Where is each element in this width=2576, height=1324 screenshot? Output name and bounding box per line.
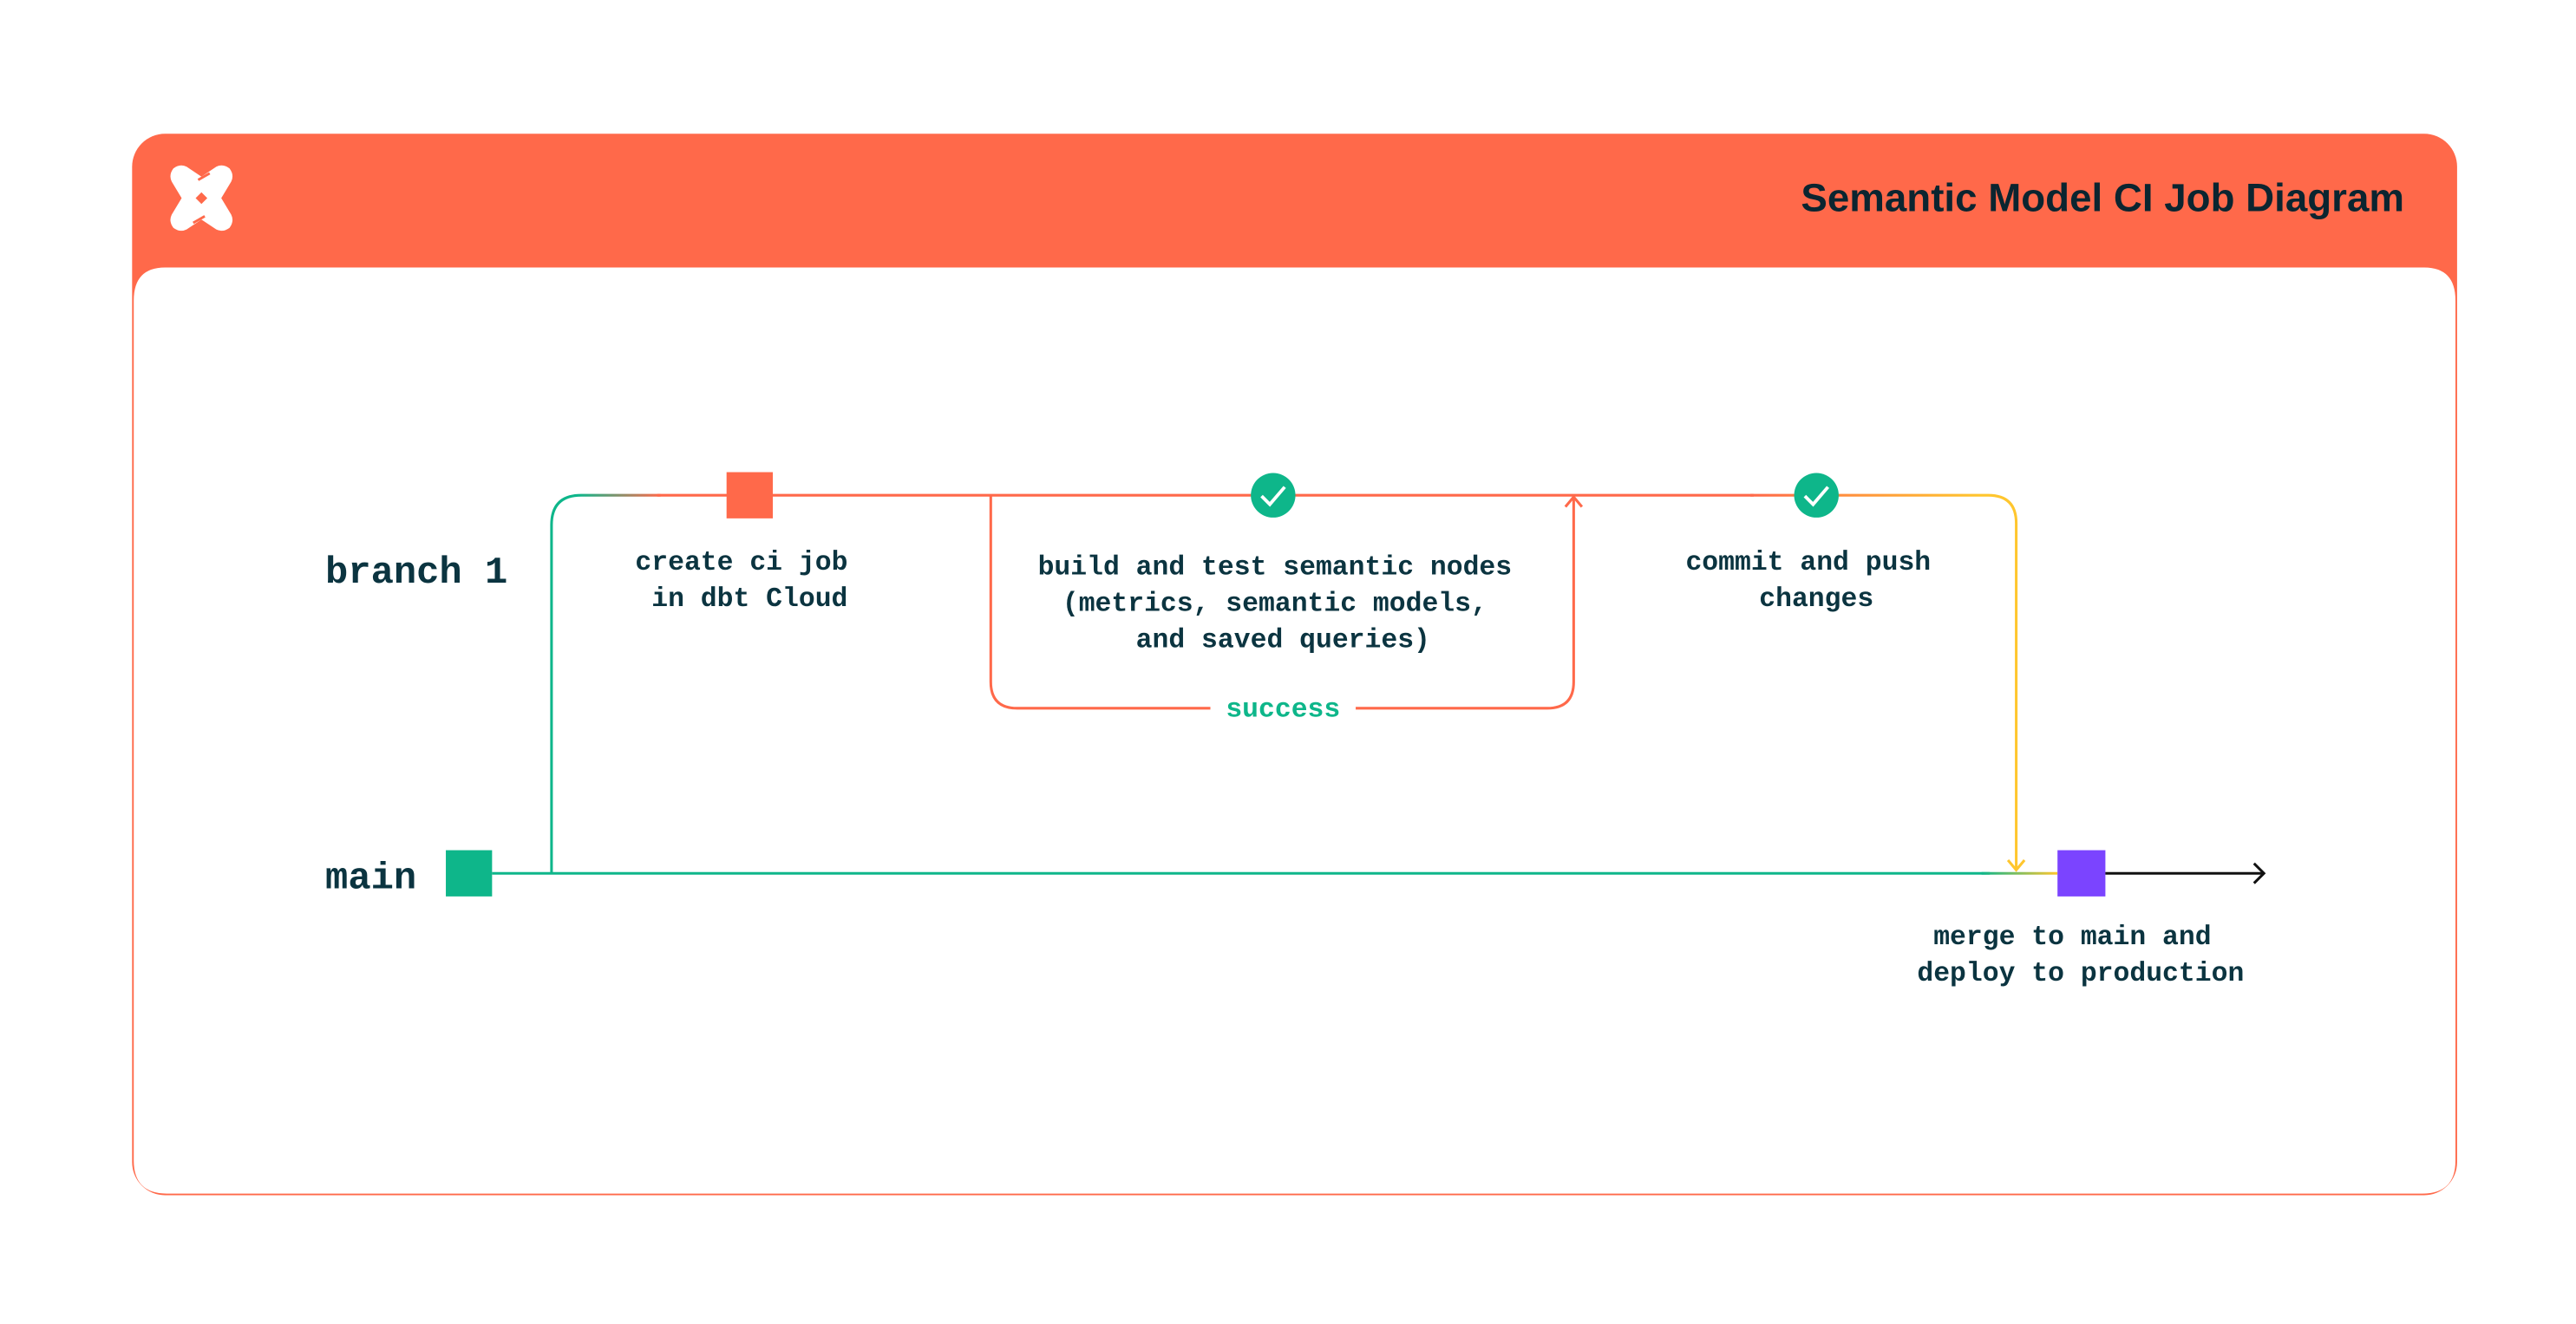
commit-success-check-icon bbox=[1794, 473, 1839, 518]
merge-arrowhead-icon bbox=[2006, 859, 2026, 872]
deploy-arrowhead-icon bbox=[2252, 862, 2266, 884]
commit-push-label: commit and push changes bbox=[1685, 548, 1947, 615]
build-success-check-icon bbox=[1251, 473, 1296, 518]
diagram-card bbox=[132, 134, 2457, 1196]
create-ci-job-node bbox=[726, 472, 773, 519]
merge-node bbox=[2057, 850, 2106, 897]
commit-to-merge-line bbox=[1750, 493, 2018, 871]
build-loop-line bbox=[989, 495, 1575, 710]
diagram-title: Semantic Model CI Job Diagram bbox=[1801, 176, 2404, 220]
main-start-node bbox=[446, 850, 493, 897]
lane-label-main: main bbox=[325, 858, 416, 900]
success-label: success bbox=[1226, 695, 1340, 725]
create-ci-job-label: create ci job in dbt Cloud bbox=[635, 548, 864, 615]
build-test-label: build and test semantic nodes (metrics, … bbox=[1038, 553, 1528, 656]
loop-arrowhead-icon bbox=[1564, 494, 1584, 508]
dbt-logo-icon bbox=[170, 165, 233, 232]
branch-fork-line bbox=[550, 493, 661, 874]
lane-label-branch: branch 1 bbox=[325, 552, 507, 595]
merge-deploy-label: merge to main and deploy to production bbox=[1917, 923, 2244, 989]
